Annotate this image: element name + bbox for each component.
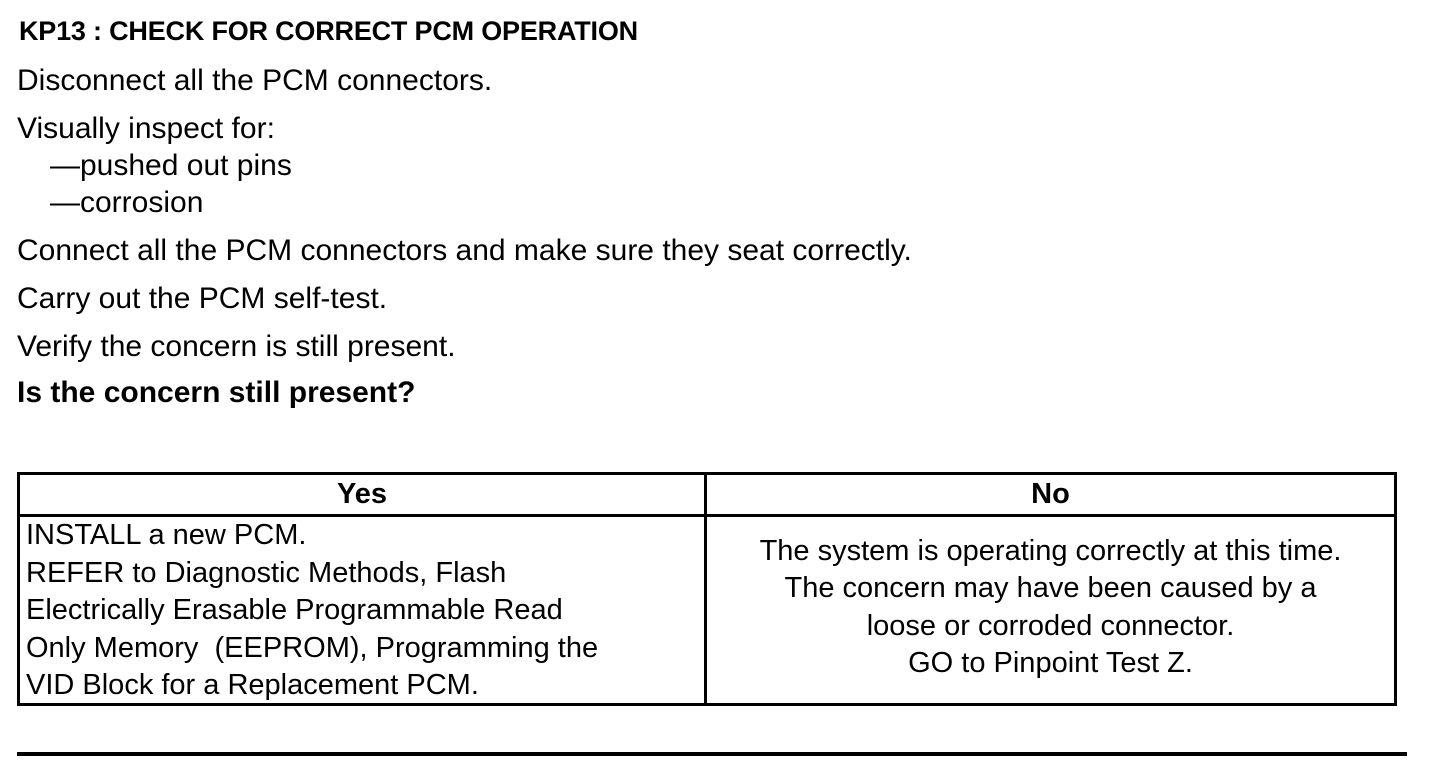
test-step-heading: KP13 : CHECK FOR CORRECT PCM OPERATION — [19, 16, 638, 46]
step-connect: Connect all the PCM connectors and make … — [17, 234, 912, 267]
yes-action-cell: INSTALL a new PCM. REFER to Diagnostic M… — [20, 517, 707, 705]
yes-line: REFER to Diagnostic Methods, Flash — [26, 556, 507, 589]
decision-question: Is the concern still present? — [17, 376, 416, 409]
step-verify: Verify the concern is still present. — [17, 330, 456, 363]
no-line: loose or corroded connector. — [866, 609, 1235, 642]
no-line: The system is operating correctly at thi… — [759, 534, 1342, 567]
step-self-test: Carry out the PCM self-test. — [17, 282, 388, 315]
no-header: No — [707, 475, 1394, 517]
step-inspect: Visually inspect for: — [17, 112, 275, 145]
yes-line: VID Block for a Replacement PCM. — [26, 669, 479, 701]
section-divider — [17, 752, 1407, 756]
no-line: The concern may have been caused by a — [784, 572, 1317, 605]
inspect-item-pins: —pushed out pins — [50, 149, 292, 182]
yes-line: INSTALL a new PCM. — [26, 519, 307, 551]
no-line: GO to Pinpoint Test Z. — [908, 647, 1193, 680]
yes-line: Only Memory (EEPROM), Programming the — [26, 631, 599, 664]
inspect-item-corrosion: —corrosion — [50, 186, 204, 219]
yes-line: Electrically Erasable Programmable Read — [26, 594, 563, 626]
no-action-cell: The system is operating correctly at thi… — [707, 517, 1394, 705]
yes-header: Yes — [20, 475, 707, 517]
step-disconnect: Disconnect all the PCM connectors. — [17, 64, 493, 97]
result-table: Yes No INSTALL a new PCM. REFER to Diagn… — [17, 472, 1397, 706]
